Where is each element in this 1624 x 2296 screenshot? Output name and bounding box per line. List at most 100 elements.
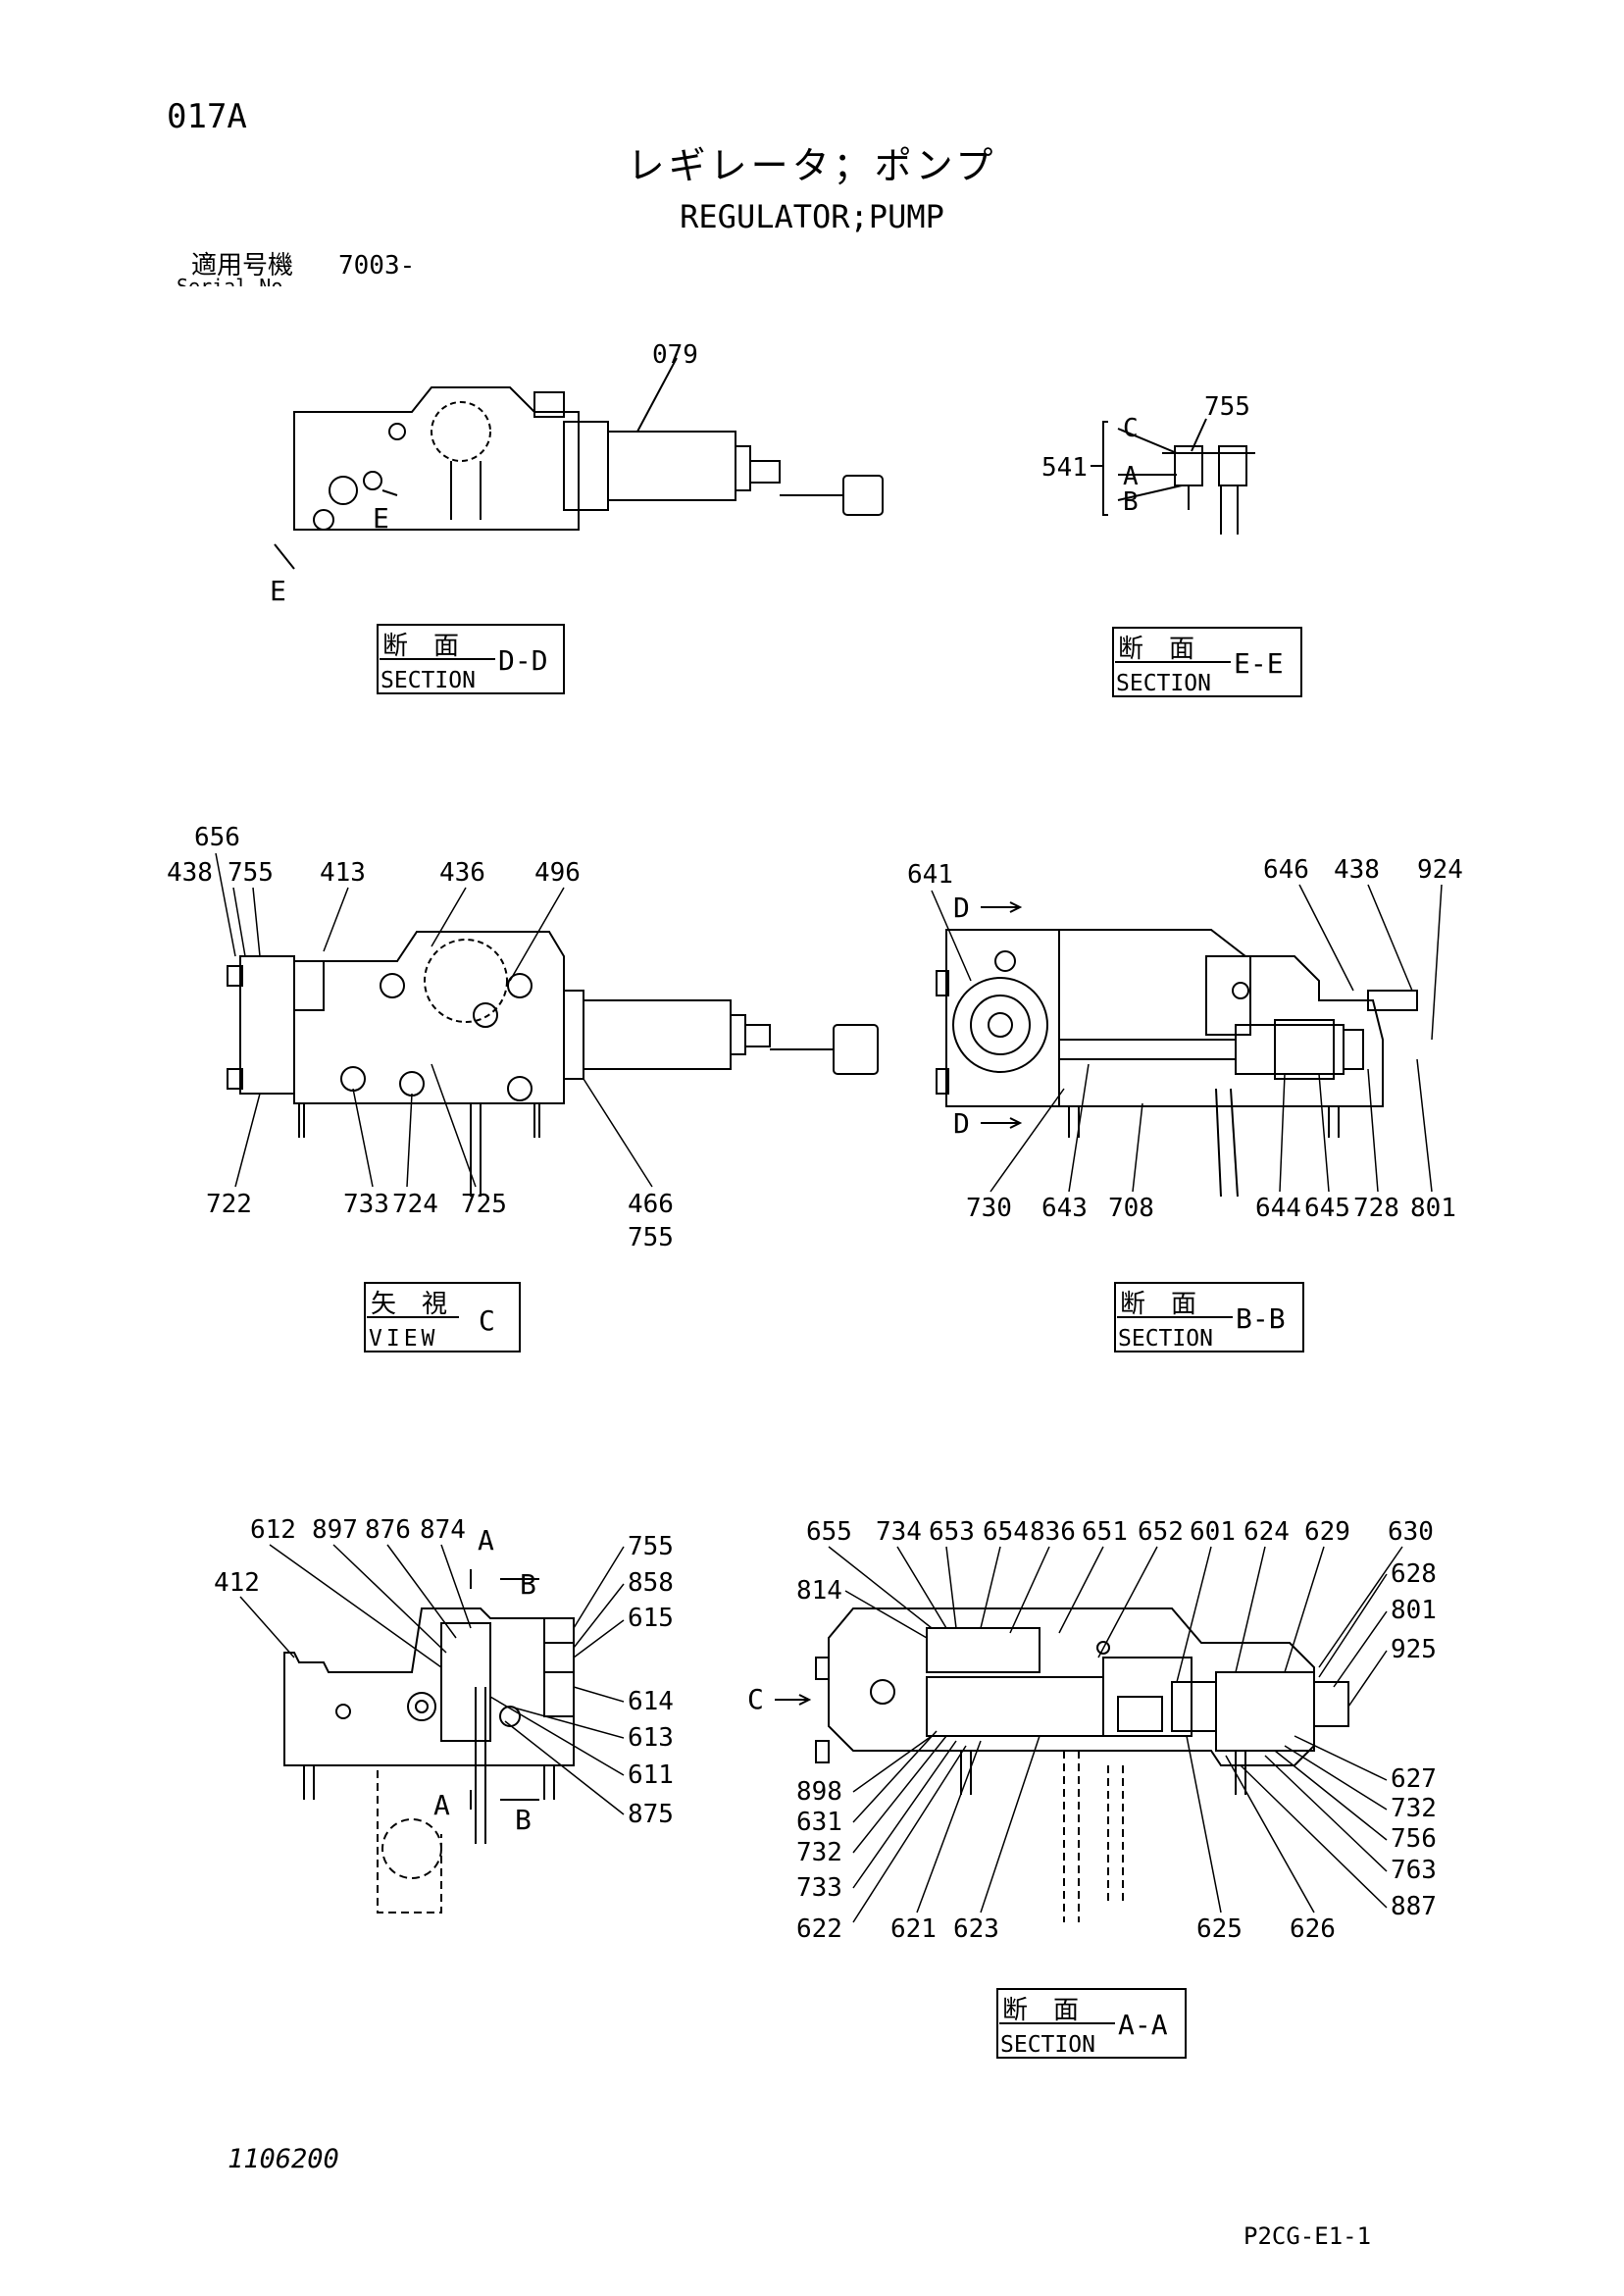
left-aa-leaders [239, 1544, 625, 1815]
aa-right-1: 801 [1391, 1596, 1437, 1625]
serial-label: 適用号機 [191, 251, 294, 281]
serial-value: 7003- [338, 251, 416, 281]
aa-right-2: 925 [1391, 1635, 1437, 1664]
aa-right-3: 627 [1391, 1764, 1437, 1794]
ee-label-1: C [1123, 414, 1139, 443]
dd-label-0: 079 [652, 340, 698, 370]
aa-top-2: 653 [929, 1517, 975, 1547]
left-aa-label-8: 412 [214, 1568, 260, 1598]
c-label-9: 725 [461, 1190, 507, 1219]
bb-label-0: 641 [907, 860, 953, 890]
c-tag-code: C [479, 1304, 495, 1337]
c-label-8: 724 [392, 1190, 438, 1219]
section-bb-leaders [931, 884, 1443, 1193]
aa-right-6: 763 [1391, 1856, 1437, 1885]
aa-right-0: 628 [1391, 1559, 1437, 1589]
left-aa-label-15: 875 [628, 1800, 674, 1829]
aa-top-1: 734 [876, 1517, 922, 1547]
bb-tag-code: B-B [1236, 1302, 1286, 1335]
c-label-0: 656 [194, 823, 240, 852]
dd-tag-en: SECTION [381, 668, 476, 693]
aa-tag-jp: 断 面 [1002, 1996, 1079, 2025]
bb-tag-en: SECTION [1118, 1326, 1213, 1352]
aa-top-9: 629 [1304, 1517, 1350, 1547]
c-tag-jp: 矢 視 [371, 1290, 447, 1319]
section-aa-drawing [775, 1607, 1349, 1922]
bb-label-3: 646 [1263, 855, 1309, 885]
left-aa-label-14: 611 [628, 1760, 674, 1790]
left-aa-view-drawing [283, 1569, 575, 1913]
aa-left-0: 814 [796, 1576, 842, 1606]
aa-right-5: 756 [1391, 1824, 1437, 1854]
aa-top-0: 655 [806, 1517, 852, 1547]
bb-label-12: 801 [1410, 1194, 1456, 1223]
bb-label-5: 924 [1417, 855, 1463, 885]
ee-tag-en: SECTION [1116, 671, 1211, 696]
view-c-drawing [227, 931, 879, 1197]
aa-top-6: 652 [1138, 1517, 1184, 1547]
bb-tag-jp: 断 面 [1120, 1290, 1196, 1319]
aa-bottom-0: 621 [890, 1914, 937, 1944]
section-ee-drawing [1091, 418, 1255, 535]
aa-top-5: 651 [1082, 1517, 1128, 1547]
serial-sublabel: Serial No. [177, 277, 294, 286]
c-label-6: 722 [206, 1190, 252, 1219]
c-label-2: 755 [228, 858, 274, 888]
section-bb-drawing [936, 901, 1418, 1198]
left-aa-label-12: 614 [628, 1687, 674, 1716]
bb-label-8: 708 [1108, 1194, 1154, 1223]
bb-label-9: 644 [1255, 1194, 1301, 1223]
dd-tag-code: D-D [498, 644, 548, 677]
aa-bottom-1: 623 [953, 1914, 999, 1944]
c-label-4: 436 [439, 858, 485, 888]
ee-label-2: 541 [1041, 453, 1088, 483]
aa-top-10: 630 [1388, 1517, 1434, 1547]
left-aa-label-4: A [478, 1524, 494, 1556]
aa-bottom-3: 626 [1290, 1914, 1336, 1944]
section-bb-tag [1114, 1282, 1304, 1352]
section-aa-tag [996, 1988, 1187, 2059]
bb-label-4: 438 [1334, 855, 1380, 885]
page-title-japanese: レギレータ；ポンプ [627, 144, 997, 187]
bb-label-6: 730 [966, 1194, 1012, 1223]
bb-label-2: D [953, 1107, 970, 1140]
aa-tag-en: SECTION [1000, 2032, 1095, 2058]
left-aa-label-13: 613 [628, 1723, 674, 1753]
c-label-3: 413 [320, 858, 366, 888]
page-title-english: REGULATOR;PUMP [680, 198, 944, 235]
aa-right-4: 732 [1391, 1794, 1437, 1823]
ee-label-0: 755 [1204, 392, 1250, 422]
aa-top-8: 624 [1243, 1517, 1290, 1547]
section-dd-tag [377, 624, 565, 694]
bb-label-1: D [953, 892, 970, 924]
page-code: 017A [167, 97, 247, 136]
left-aa-label-10: 858 [628, 1568, 674, 1598]
aa-top-3: 654 [983, 1517, 1029, 1547]
left-aa-label-11: 615 [628, 1604, 674, 1633]
left-aa-label-2: 876 [365, 1515, 411, 1545]
dd-label-1: E [373, 502, 389, 535]
c-tag-en: VIEW [369, 1326, 438, 1352]
aa-right-7: 887 [1391, 1892, 1437, 1921]
left-aa-label-1: 897 [312, 1515, 358, 1545]
left-aa-label-3: 874 [420, 1515, 466, 1545]
c-label-10: 466 [628, 1190, 674, 1219]
ee-tag-code: E-E [1234, 647, 1284, 680]
c-label-11: 755 [628, 1223, 674, 1252]
aa-top-4: 836 [1030, 1517, 1076, 1547]
ee-label-4: B [1123, 487, 1139, 517]
ee-label-3: A [1123, 462, 1139, 491]
ee-tag-jp: 断 面 [1118, 635, 1194, 664]
aa-left-1: C [747, 1683, 764, 1715]
left-aa-label-5: A [433, 1789, 450, 1821]
bb-label-10: 645 [1304, 1194, 1350, 1223]
dd-label-2: E [270, 575, 286, 607]
aa-top-7: 601 [1190, 1517, 1236, 1547]
dd-tag-jp: 断 面 [382, 632, 459, 661]
bb-label-7: 643 [1041, 1194, 1088, 1223]
aa-left-2: 898 [796, 1777, 842, 1807]
c-label-1: 438 [167, 858, 213, 888]
view-c-leaders [215, 852, 653, 1188]
aa-tag-code: A-A [1118, 2009, 1168, 2041]
c-label-5: 496 [534, 858, 581, 888]
